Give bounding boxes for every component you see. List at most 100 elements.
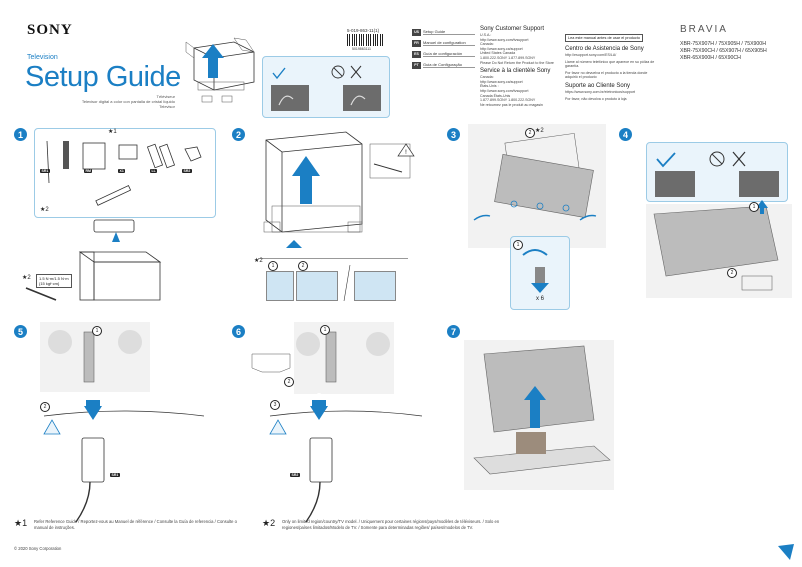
model-line: XBR-75X907H / 75X905H / 75X900H	[680, 41, 766, 47]
multiplier-label: x 6	[536, 296, 545, 302]
step-4-warning-panel	[646, 142, 788, 202]
torque-star-mark: ★2	[22, 275, 31, 281]
step-5-install-illustration	[43, 400, 205, 523]
step-7-photo	[464, 340, 614, 490]
substep-number: 1	[92, 326, 102, 336]
language-label: Manuel de configuration	[423, 40, 475, 46]
support-heading: Service à la clientèle Sony	[480, 68, 551, 75]
support-link[interactable]: http://www.sony.com/tvsupport	[480, 88, 529, 93]
accessory-label: X1	[118, 169, 126, 173]
substep-number: 2	[298, 261, 308, 271]
step-3-number: 3	[447, 128, 460, 141]
slot-number: 2	[316, 392, 322, 403]
support-link[interactable]: http://www.sony.ca/support	[480, 79, 523, 84]
substep-number: 2	[727, 268, 737, 278]
star-2-mark: ★2	[254, 258, 263, 264]
slot-number: 1	[88, 392, 94, 403]
accessory-label: LL	[150, 169, 158, 173]
step-2-substeps: ★2 1 2	[254, 258, 408, 305]
substep-number: 1	[320, 325, 330, 335]
unbox-illustration	[185, 37, 255, 103]
support-line: Canada:	[480, 75, 494, 80]
support-line: États-Unis :	[480, 84, 499, 89]
support-link[interactable]: https://www.sony.com.br/eletronicos/supp…	[565, 89, 636, 94]
step-5-number: 5	[14, 325, 27, 338]
support-line: United States Canada	[480, 51, 516, 56]
step-2-number: 2	[232, 128, 245, 141]
accessory-label: SR1	[40, 169, 50, 173]
support-link[interactable]: http://esupport.sony.com/ES/LA/	[565, 53, 617, 57]
product-type: Television	[27, 54, 58, 61]
support-us: Sony Customer Support U.S.A.: http://www…	[480, 26, 562, 107]
substep-number: 1	[513, 240, 523, 250]
hand-warning-icon	[43, 419, 61, 435]
language-code: FR	[412, 39, 421, 47]
page-title: Setup Guide	[25, 61, 181, 93]
step-7-number: 7	[447, 325, 460, 338]
language-label: Guia de Configuração	[423, 62, 475, 68]
check-icon	[656, 152, 676, 168]
support-line: Please Do Not Return the Product to the …	[480, 60, 554, 65]
support-link[interactable]: http://www.sony.ca/support	[480, 46, 523, 51]
substep-number: 2	[40, 402, 50, 412]
support-heading: Centro de Asistencia de Sony	[565, 46, 644, 52]
language-code: PT	[412, 61, 421, 69]
substep-number: 1	[268, 261, 278, 271]
support-line: 1.800.222.SONY 1.877.899.SONY	[480, 55, 536, 60]
torque-spec: 1.5 N·m/1.5 N·m {15 kgf·cm}	[36, 274, 72, 288]
subtitle: Téléviseur Televisor digital a color con…	[55, 94, 175, 109]
header-warning-panel	[262, 56, 390, 118]
warning-detail: !	[369, 143, 415, 179]
read-manual-box: Lea este manual antes de usar el product…	[565, 34, 643, 42]
support-line: U.S.A.:	[480, 33, 492, 37]
step-1-number: 1	[14, 128, 27, 141]
support-line: Por favor, não devolva o produto à loja	[565, 96, 627, 101]
language-label: Guía de configuración	[423, 51, 475, 57]
step-6-number: 6	[232, 325, 245, 338]
substep-number: 2	[525, 128, 535, 138]
support-line: Llame al número telefónico que aparece e…	[565, 59, 655, 69]
subtitle-line: Téléviseur	[156, 94, 175, 99]
prohibited-icon	[709, 151, 725, 167]
brand-logo: SONY	[27, 22, 73, 38]
hand-warning-icon	[269, 419, 287, 435]
step-4-number: 4	[619, 128, 632, 141]
step-2-lift-illustration	[263, 131, 363, 248]
star-2-mark: ★2	[40, 207, 49, 213]
substep-number: 2	[284, 377, 294, 387]
stand-part-illustration	[251, 353, 291, 373]
accessory-label: SR1	[110, 473, 120, 477]
support-heading: Sony Customer Support	[480, 26, 545, 32]
barcode-number: 5019863111	[352, 47, 371, 51]
svg-text:!: !	[405, 150, 407, 156]
support-line: Canada:	[480, 42, 494, 47]
copyright: © 2020 Sony Corporation	[14, 546, 62, 551]
support-line: Canada États-Unis	[480, 93, 511, 98]
warning-icon	[397, 143, 415, 157]
substep-2-image	[296, 271, 338, 301]
step-1-accessories-panel	[34, 128, 216, 218]
prohibited-icon	[331, 65, 345, 79]
accessory-label: RM	[84, 169, 93, 173]
substep-3-image	[354, 271, 396, 301]
footnote-2-text: Only on limited region/country/TV model.…	[282, 519, 500, 530]
model-line: XBR-65X900H / 65X90CH	[680, 55, 741, 61]
support-line: 1.877.899.SONY 1.800.222.SONY	[480, 98, 536, 103]
step-4-photo	[646, 200, 792, 298]
bravia-logo: BRAVIA	[680, 24, 728, 35]
substep-number: 3	[270, 400, 280, 410]
substep-1-image	[266, 271, 294, 301]
star-1-mark: ★1	[108, 129, 117, 135]
support-link[interactable]: http://www.sony.com/tvsupport	[480, 37, 529, 42]
subtitle-line: Televisor digital a color con pantalla d…	[81, 99, 175, 104]
screwdriver-icon	[25, 287, 57, 301]
torque-line: 1.5 N·m/1.5 N·m	[39, 276, 69, 281]
accessory-label: SR2	[290, 473, 300, 477]
model-line: XBR-75X90CH / 65X907H / 65X905H	[680, 48, 767, 54]
document-number: 5-019-863-11(1)	[347, 28, 380, 33]
